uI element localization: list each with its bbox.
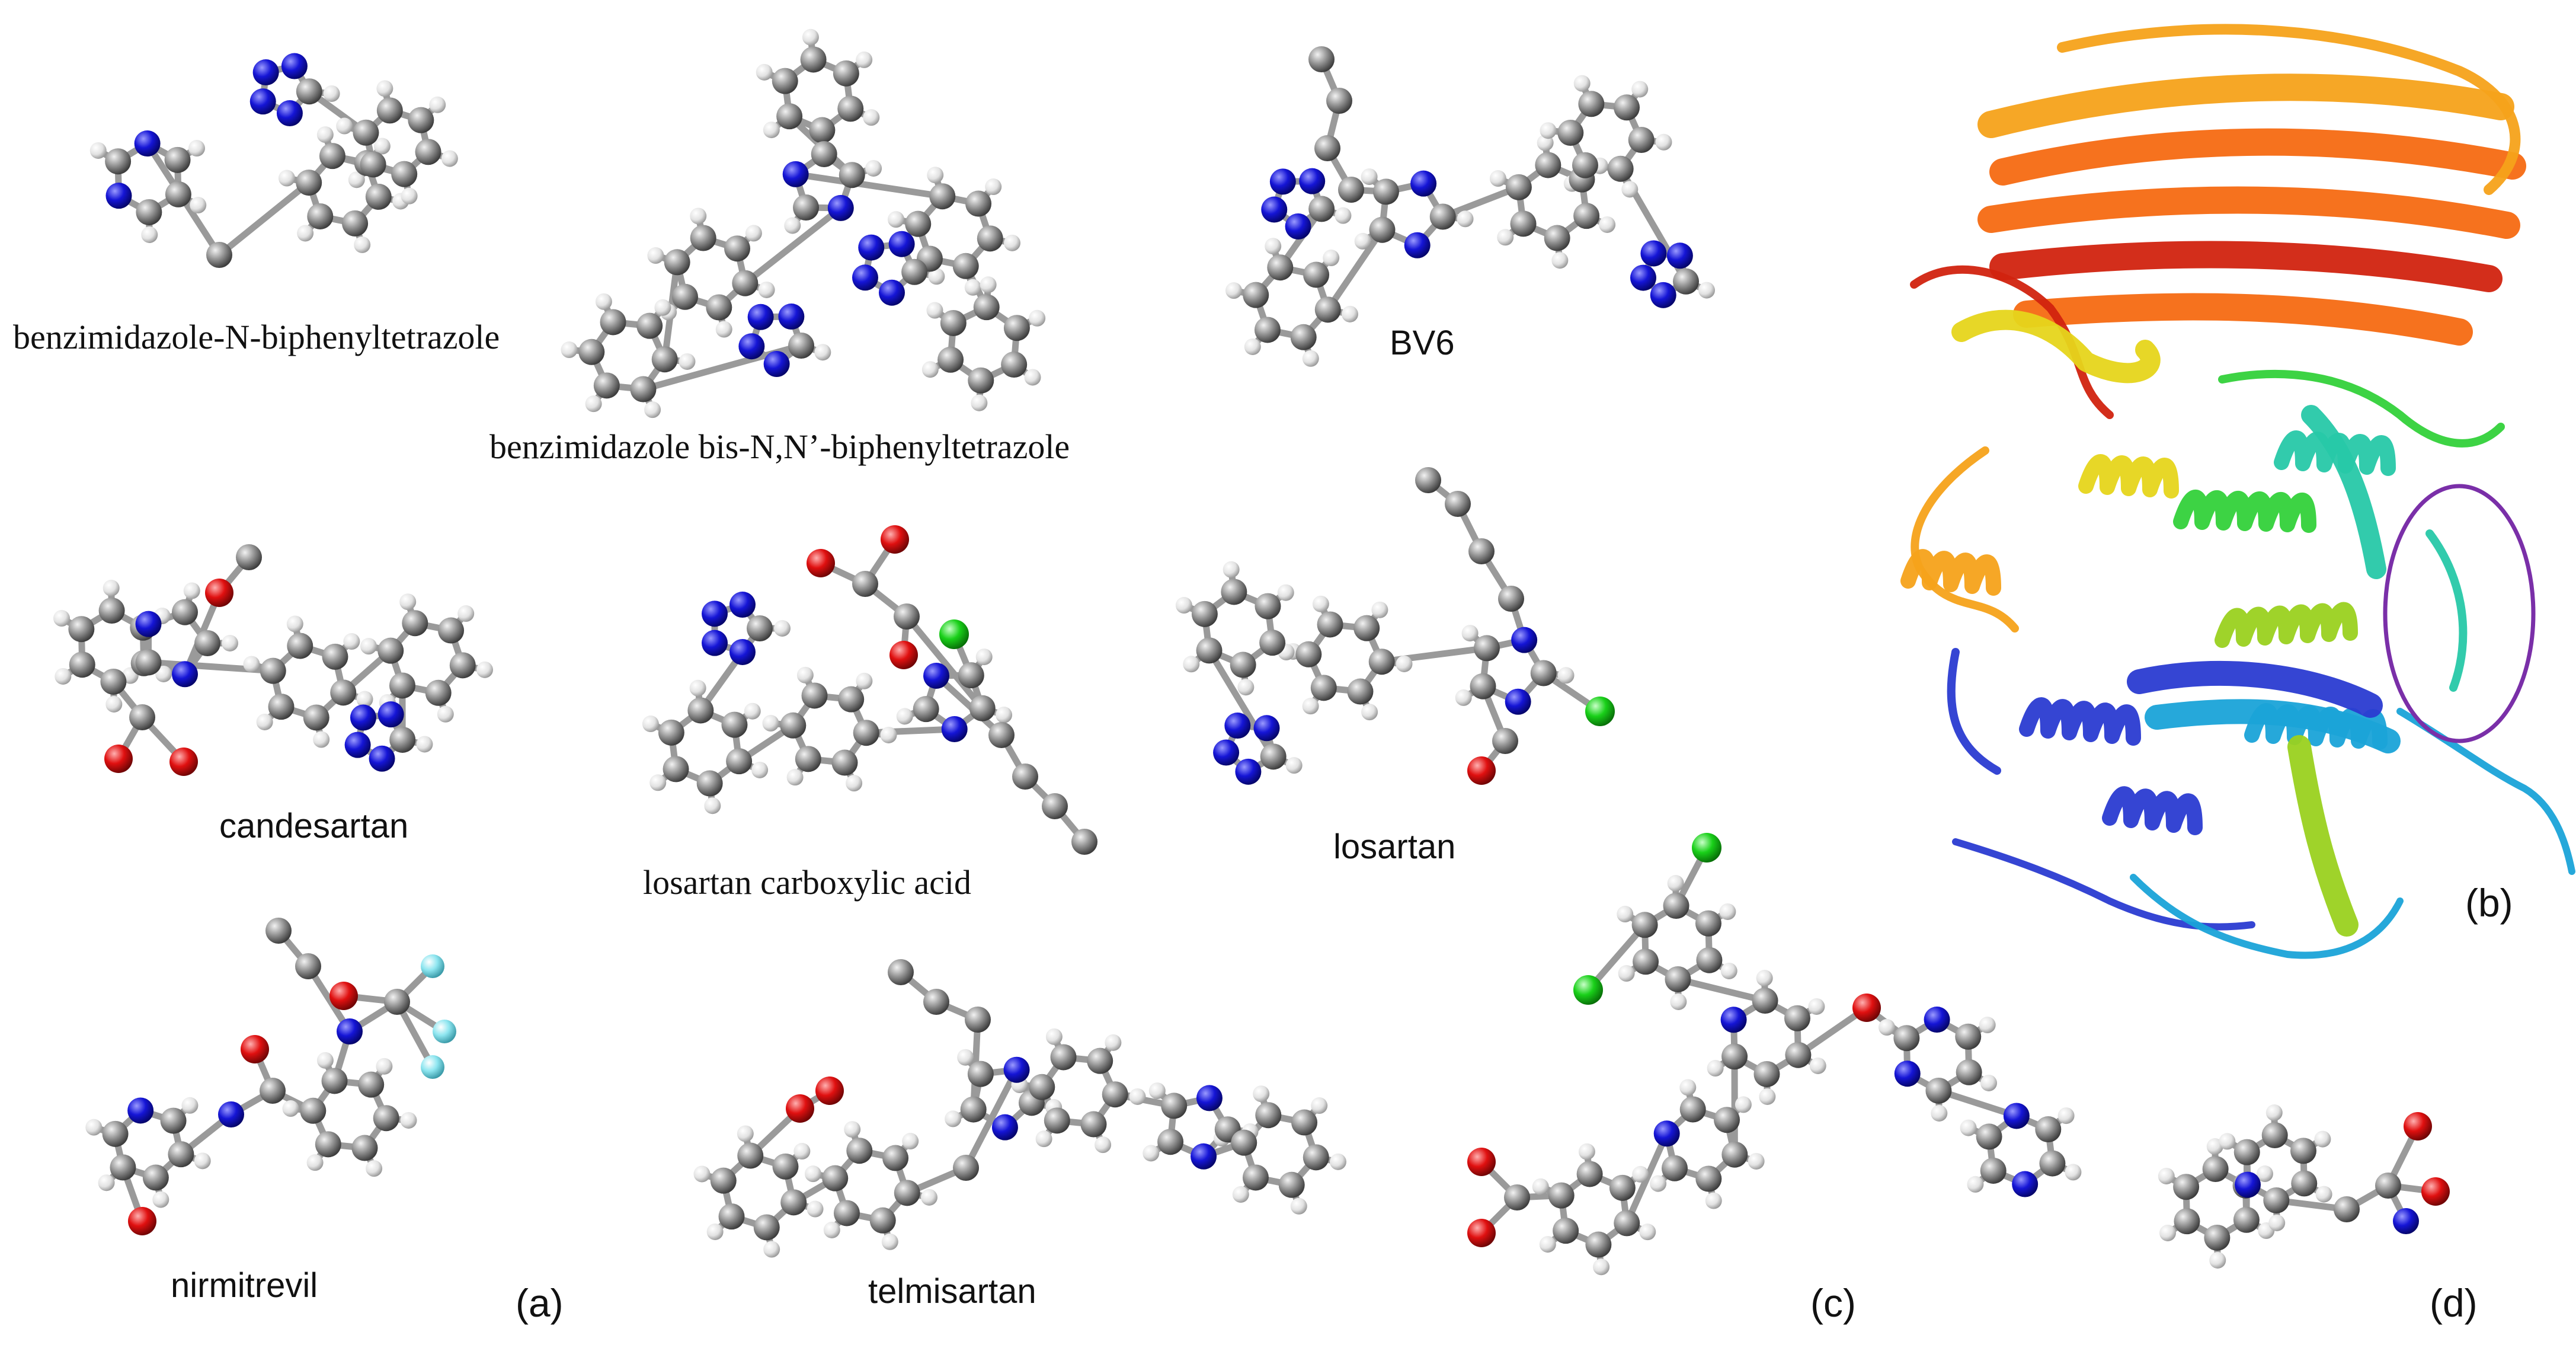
label-benzimidazole-bis-biphenyltetrazole: benzimidazole bis-N,N’-biphenyltetrazole xyxy=(489,427,1070,466)
molecule-telmisartan xyxy=(693,959,1347,1258)
helix-green xyxy=(2173,489,2316,533)
beta-strand-5 xyxy=(2013,293,2473,346)
helix-darkblue xyxy=(2102,786,2203,835)
molecule-candesartan xyxy=(53,544,494,776)
helix-blue xyxy=(2019,697,2141,746)
molecule-losartan-carboxylic-acid xyxy=(642,525,1097,855)
loop-orange xyxy=(1911,446,2019,633)
label-benzimidazole-n-biphenyltetrazole: benzimidazole-N-biphenyltetrazole xyxy=(13,318,500,356)
loop-cyan xyxy=(2130,874,2404,959)
molecule-nirmitrevil xyxy=(85,918,456,1235)
loop-green xyxy=(2218,369,2505,448)
molecule-losartan xyxy=(1175,467,1615,785)
beta-strand-4 xyxy=(1989,241,2503,292)
label-bv6: BV6 xyxy=(1390,324,1455,362)
beta-strand-3 xyxy=(1977,186,2520,239)
loop-red xyxy=(1910,265,2114,419)
binding-site-ellipse xyxy=(2383,484,2536,743)
molecule-bv6 xyxy=(1225,46,1716,367)
ligand-panel-c xyxy=(1467,833,2082,1276)
protein-ribbon-structure xyxy=(1900,24,2575,959)
panel-label-a: (a) xyxy=(516,1281,564,1325)
label-nirmitrevil: nirmitrevil xyxy=(171,1266,318,1305)
loop-top xyxy=(2057,24,2521,195)
beta-strand-1 xyxy=(1977,74,2514,138)
label-losartan-carboxylic-acid: losartan carboxylic acid xyxy=(643,863,971,902)
panel-label-d: (d) xyxy=(2430,1281,2478,1325)
strand-blue-2 xyxy=(2145,699,2401,753)
strand-green-down xyxy=(2287,735,2359,937)
panel-label-c: (c) xyxy=(1810,1281,1856,1325)
loop-blue xyxy=(1947,648,2001,775)
strand-yellow xyxy=(1951,309,2161,384)
label-losartan: losartan xyxy=(1333,828,1456,866)
molecule-benzimidazole-n-biphenyltetrazole xyxy=(89,53,458,268)
loop-teal xyxy=(2425,529,2468,692)
label-candesartan: candesartan xyxy=(219,807,409,845)
molecule-benzimidazole-bis-biphenyltetrazole xyxy=(561,28,1046,419)
helix-lime xyxy=(2215,602,2358,648)
ligand-panel-d xyxy=(2158,1104,2450,1269)
helix-orange xyxy=(1900,549,2001,596)
strand-teal xyxy=(2301,405,2386,579)
helix-yellow xyxy=(2078,454,2179,499)
beta-strand-2 xyxy=(1989,128,2526,186)
strand-blue-1 xyxy=(2127,660,2383,718)
panel-label-b: (b) xyxy=(2465,881,2513,925)
label-telmisartan: telmisartan xyxy=(868,1272,1036,1311)
loop-navy xyxy=(1952,838,2255,931)
loop-right xyxy=(2396,708,2575,875)
